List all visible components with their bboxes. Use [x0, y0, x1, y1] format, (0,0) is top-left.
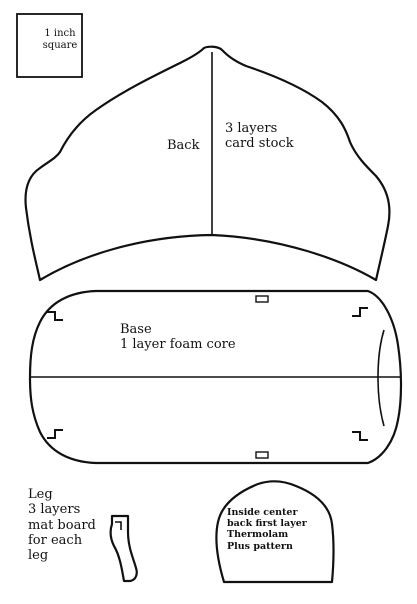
back-pattern-outline	[24, 45, 391, 282]
base-pattern-outline	[28, 289, 403, 465]
leg-label-line1: Leg	[28, 487, 53, 502]
base-notch-bottom-left	[47, 429, 63, 439]
base-label-line1: Base	[120, 322, 152, 337]
leg-inner-step	[115, 521, 122, 530]
leg-label-line5: leg	[28, 548, 49, 564]
one-inch-square-label: 1 inch square	[30, 28, 90, 52]
inside-center-back-outline	[215, 480, 335, 584]
back-layers-label: 3 layers card stock	[225, 121, 294, 152]
leg-label: Leg 3 layers mat board for each leg	[28, 487, 96, 564]
leg-label-line4: for each	[28, 532, 83, 548]
inside-center-line1: Inside center	[227, 507, 298, 518]
square-label-line1: 1 inch	[44, 28, 76, 39]
base-side-curve	[377, 329, 385, 427]
base-label: Base 1 layer foam core	[120, 322, 236, 353]
inside-center-line4: Plus pattern	[227, 540, 293, 552]
leg-label-line2: 3 layers	[28, 502, 81, 518]
leg-label-line3: mat board	[28, 517, 96, 533]
leg-pattern-outline	[109, 514, 138, 583]
one-inch-square	[16, 13, 83, 78]
base-notch-top-right	[352, 307, 368, 317]
back-label: Back	[167, 138, 200, 153]
inside-center-line2: back first layer	[227, 518, 307, 530]
inside-center-line3: Thermolam	[227, 529, 289, 541]
base-slot-bottom	[255, 451, 269, 459]
back-layers-line1: 3 layers	[225, 121, 278, 136]
back-layers-line2: card stock	[225, 136, 294, 152]
square-label-line2: square	[42, 39, 78, 51]
base-label-line2: 1 layer foam core	[120, 337, 236, 353]
base-notch-top-left	[47, 311, 63, 321]
inside-center-label: Inside center back first layer Thermolam…	[227, 507, 307, 552]
base-slot-top	[255, 295, 269, 303]
base-notch-bottom-right	[352, 431, 368, 441]
